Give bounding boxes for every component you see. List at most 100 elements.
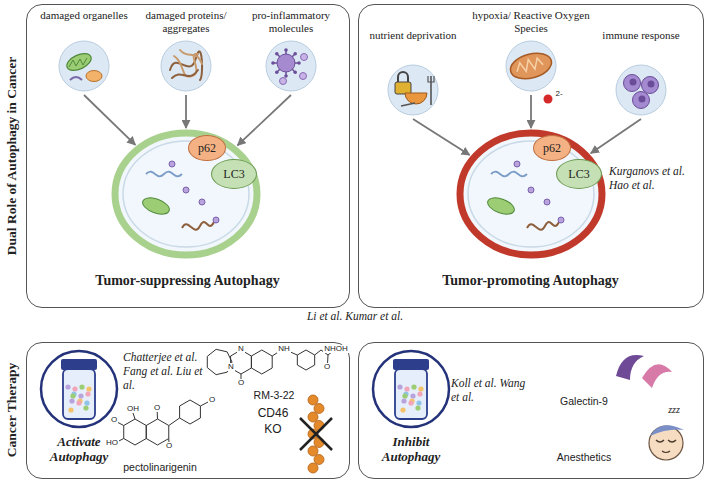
vial-label: Inhibit Autophagy	[369, 435, 453, 465]
lock-shackle	[398, 72, 408, 82]
illustrations	[41, 41, 684, 473]
text-slot: O	[154, 442, 184, 450]
spike-tip	[284, 74, 288, 78]
galectin-domain	[642, 364, 672, 388]
protein-label: LC3	[568, 167, 589, 182]
autophagosome-membrane	[115, 133, 257, 255]
spike-tip	[293, 52, 297, 56]
protein-label: p62	[543, 141, 561, 156]
charge-label: 2-	[554, 90, 563, 98]
vial-cap	[393, 359, 429, 370]
cd46-domain	[308, 446, 318, 456]
icon-disc	[388, 65, 438, 115]
vial-content	[400, 407, 405, 412]
text-slot: Cancer Therapy	[3, 330, 21, 482]
spike-tip	[275, 52, 279, 56]
text-slot: N	[216, 363, 246, 371]
icon-node: damaged organelles	[39, 9, 129, 93]
icon-node: pro-inflammatory molecules	[241, 9, 341, 93]
cargo-dot	[514, 161, 520, 167]
cargo-rna	[491, 172, 527, 177]
knockout-cross	[300, 418, 332, 450]
vial-content	[417, 391, 422, 396]
molecule-dot	[300, 73, 307, 80]
text-slot: O	[312, 363, 342, 371]
sleeping-face	[649, 426, 683, 460]
knife	[401, 103, 415, 106]
icon-disc	[59, 41, 109, 91]
atom-label: O	[165, 442, 173, 450]
icon-label: hypoxia/ Reactive Oxygen Species	[466, 9, 596, 34]
text-slot: pro-inflammatory molecules	[241, 9, 341, 34]
vial-content	[410, 393, 415, 398]
vial-body	[395, 369, 427, 419]
icon-disc	[266, 41, 316, 91]
vial-content	[404, 386, 409, 391]
icon-label: pro-inflammatory molecules	[241, 9, 341, 34]
item-label: CD46 KO	[253, 405, 293, 437]
icon-node: immune response	[596, 29, 686, 117]
vial-content	[401, 398, 406, 403]
spike-tip	[284, 48, 288, 52]
cell-nucleus	[639, 96, 646, 103]
atom-label: O	[323, 363, 331, 371]
vial-content	[65, 384, 70, 389]
atom-label: NHOH	[323, 345, 349, 353]
vial-content	[84, 400, 89, 405]
flow-arrow	[237, 95, 291, 145]
bond	[315, 350, 321, 355]
immune-cell	[642, 77, 659, 94]
virus-body	[277, 54, 295, 72]
spike-tip	[293, 70, 297, 74]
side-heading: Cancer Therapy	[3, 330, 21, 482]
immune-cell	[633, 92, 650, 109]
panel-heading: Tumor-promoting Autophagy	[359, 273, 702, 289]
drug-vial: Inhibit Autophagy	[369, 347, 453, 475]
vial-content	[72, 386, 77, 391]
text-slot: Inhibit Autophagy	[369, 435, 453, 465]
cargo-mitochondrion	[140, 195, 171, 218]
text-slot: p62	[534, 136, 570, 160]
flow-arrow	[185, 95, 187, 128]
ring	[297, 350, 314, 370]
spike-tip	[275, 70, 279, 74]
text-slot: LC3	[557, 160, 601, 188]
citation: Li et al. Kumar et al.	[299, 310, 411, 323]
item-label: RM-3-22	[239, 389, 309, 401]
vial-content	[416, 400, 421, 405]
ring	[251, 350, 272, 374]
vial-content	[69, 398, 74, 403]
vial-content	[79, 384, 84, 389]
autophagosome-membrane	[460, 133, 602, 255]
panel-heading: Tumor-suppressing Autophagy	[27, 273, 348, 289]
text-slot: Kurganovs et al. Hao et al.	[609, 165, 701, 193]
lock-body	[395, 82, 411, 94]
vial-content	[85, 391, 90, 396]
organelle-fragment	[70, 77, 82, 80]
cargo-dot	[169, 161, 175, 167]
mitochondrion	[64, 50, 93, 74]
cd46-domain	[314, 404, 324, 414]
vial-cap	[61, 359, 97, 370]
text-slot: nutrient deprivation	[368, 29, 458, 42]
icon-label: immune response	[596, 29, 686, 42]
inner-membrane	[468, 141, 594, 247]
fork	[430, 76, 432, 105]
text-slot: N	[226, 345, 256, 353]
icon-disc	[161, 41, 211, 91]
text-slot: p62	[189, 136, 225, 160]
atom-label: HO	[105, 439, 119, 447]
atom-label: N	[227, 363, 235, 371]
marker-oval: p62	[533, 135, 571, 161]
mouth	[662, 451, 670, 453]
autophagosome: p62LC3	[111, 129, 261, 259]
oxygen-radical	[544, 95, 553, 104]
text-slot: NHOH	[321, 345, 351, 353]
vial-content	[402, 393, 407, 398]
text-slot: NH	[269, 345, 299, 353]
vial-body	[63, 369, 95, 419]
protein-aggregate	[180, 50, 202, 64]
text-slot: O	[197, 396, 227, 404]
protein-label: LC3	[223, 167, 244, 182]
